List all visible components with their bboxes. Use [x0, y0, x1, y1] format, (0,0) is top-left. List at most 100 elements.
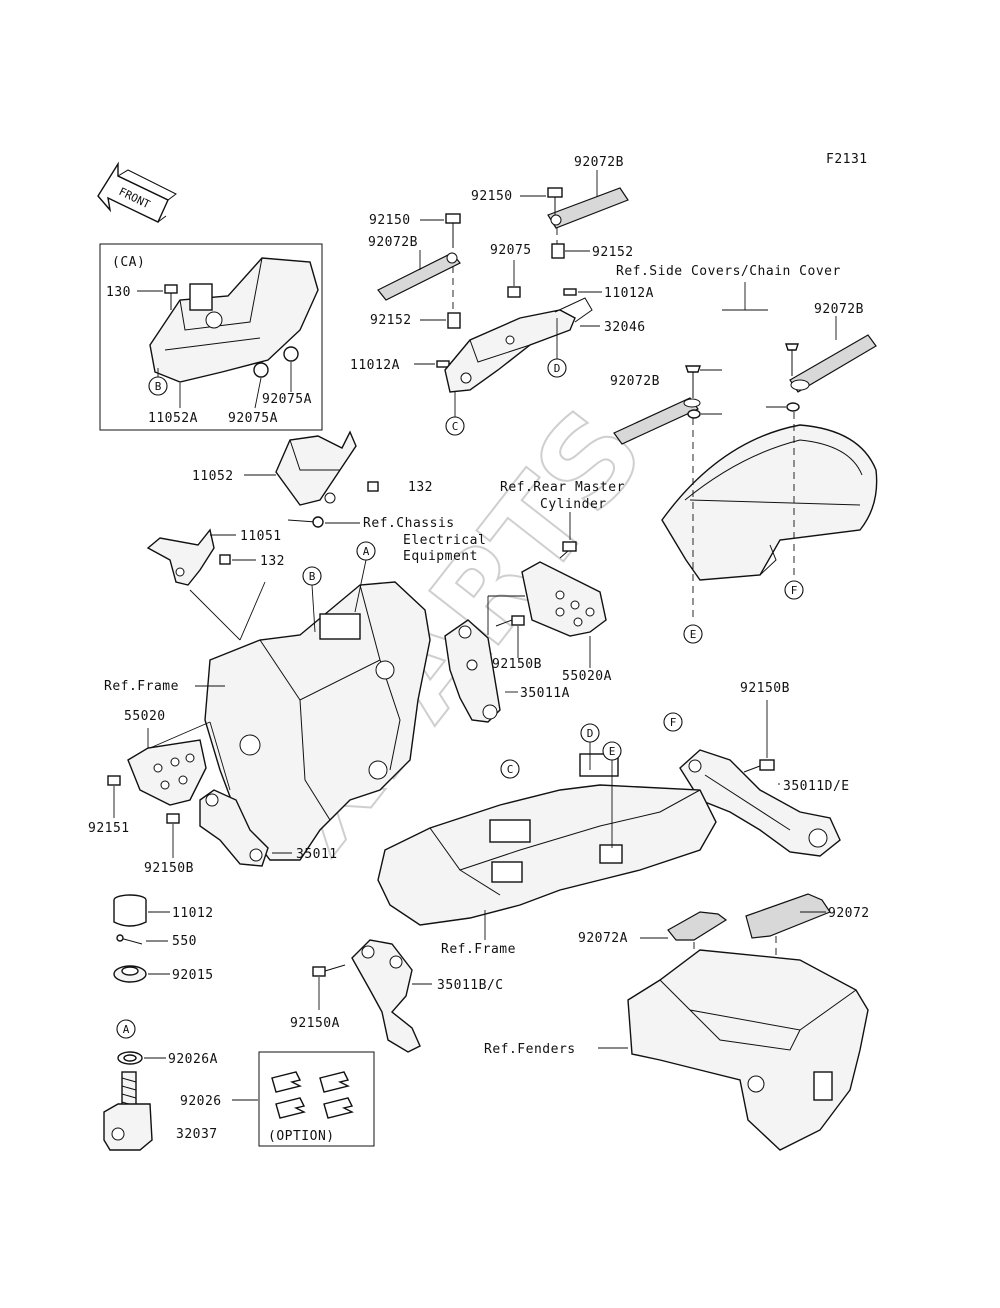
label-92150A: 92150A	[290, 1016, 340, 1031]
strap-92072A	[667, 911, 728, 941]
strap-92072B-top	[547, 187, 629, 229]
front-arrow-icon: FRONT	[97, 161, 177, 223]
footrest-plate-55020	[127, 739, 207, 806]
bracket-11052	[275, 430, 357, 506]
mount-32037	[103, 1071, 153, 1151]
bolt-92072B-mid	[685, 365, 701, 398]
callout-E-frame-text: E	[609, 745, 616, 758]
callout-C-top-text: C	[452, 420, 459, 433]
dowel-11012	[113, 894, 147, 927]
ref-frame-mid-label: Ref.Frame	[441, 942, 516, 957]
callout-A-legend	[116, 1019, 136, 1039]
option-box	[258, 1051, 375, 1147]
ref-rear-master-label: Ref.Rear Master	[500, 480, 625, 495]
label-55020A: 55020A	[562, 669, 612, 684]
bolt-rear-master	[559, 541, 577, 559]
callout-D-top-text: D	[554, 362, 561, 375]
clip-part	[287, 516, 324, 528]
strap-92072B-right	[789, 334, 877, 393]
label-11012: 11012	[172, 906, 214, 921]
label-92152-top: 92152	[592, 245, 634, 260]
bolt-92150B-right	[743, 759, 775, 773]
nut-92015	[113, 965, 147, 983]
label-32046: 32046	[604, 320, 646, 335]
label-92072: 92072	[828, 906, 870, 921]
equipment-label: Equipment	[403, 549, 478, 564]
label-92150B-mid: 92150B	[492, 657, 542, 672]
sub-frame-part	[377, 753, 717, 926]
callout-E-frame	[602, 741, 622, 761]
bracket-11051	[146, 528, 215, 586]
label-92026: 92026	[180, 1094, 222, 1109]
footrest-bracket-35011	[199, 789, 269, 867]
label-92072B-right: 92072B	[814, 302, 864, 317]
label-35011BC: 35011B/C	[437, 978, 504, 993]
main-frame-part	[204, 581, 431, 861]
footrest-bracket-35011A	[444, 619, 501, 723]
footrest-plate-55020A	[521, 561, 607, 637]
bolt-132-top	[367, 481, 379, 492]
figure-id: F2131	[826, 152, 868, 167]
label-92072B-top: 92072B	[574, 155, 624, 170]
bolt-92072B-right	[785, 343, 799, 376]
label-550: 550	[172, 934, 197, 949]
ca-inset-box	[99, 243, 323, 431]
bolt-92150B-mid	[495, 615, 525, 627]
callout-C-frame	[500, 759, 520, 779]
label-11052A: 11052A	[148, 411, 198, 426]
label-11052: 11052	[192, 469, 234, 484]
ref-fenders-label: Ref.Fenders	[484, 1042, 576, 1057]
callout-F-top	[784, 580, 804, 600]
callout-A-frame-text: A	[363, 545, 370, 558]
bracket-32046	[444, 297, 593, 393]
label-35011: 35011	[296, 847, 338, 862]
label-92150-left: 92150	[369, 213, 411, 228]
label-92151: 92151	[88, 821, 130, 836]
ca-bracket-part	[149, 257, 319, 383]
electrical-label: Electrical	[403, 533, 486, 548]
chain-cover-part	[661, 424, 878, 581]
dowel-11012A-right	[563, 288, 577, 296]
collar-92152-left	[447, 312, 461, 329]
label-35011DE: 35011D/E	[783, 779, 850, 794]
ref-side-covers-label: Ref.Side Covers/Chain Cover	[616, 264, 841, 279]
ref-chassis-label: Ref.Chassis	[363, 516, 455, 531]
washer-92026A	[117, 1051, 143, 1065]
bolt-130	[164, 284, 178, 310]
strap-92072B-left	[377, 252, 461, 301]
cylinder-label: Cylinder	[540, 497, 607, 512]
callout-B-inset	[148, 376, 168, 396]
label-92072A: 92072A	[578, 931, 628, 946]
label-130: 130	[106, 285, 131, 300]
label-35011A: 35011A	[520, 686, 570, 701]
callout-F-top-text: F	[791, 584, 798, 597]
callout-A-legend-text: A	[123, 1023, 130, 1036]
label-92152-left: 92152	[370, 313, 412, 328]
label-92075: 92075	[490, 243, 532, 258]
callout-B-frame-text: B	[309, 570, 316, 583]
label-92015: 92015	[172, 968, 214, 983]
callout-B-frame	[302, 566, 322, 586]
label-92072B-mid: 92072B	[610, 374, 660, 389]
label-11012A-right: 11012A	[604, 286, 654, 301]
label-92075A-2: 92075A	[228, 411, 278, 426]
grommet-92075	[507, 286, 521, 298]
callout-E-top	[683, 624, 703, 644]
label-92150-top: 92150	[471, 189, 513, 204]
label-132-mid: 132	[260, 554, 285, 569]
grommet-92075A-b	[253, 362, 269, 378]
footrest-bracket-35011DE	[679, 749, 841, 857]
bolt-132-mid	[219, 554, 231, 565]
callout-F-right-text: F	[670, 716, 677, 729]
callout-E-top-text: E	[690, 628, 697, 641]
label-11051: 11051	[240, 529, 282, 544]
collar-92152-top	[551, 243, 565, 259]
label-32037: 32037	[176, 1127, 218, 1142]
rear-fender-part	[627, 949, 869, 1151]
label-92072B-left: 92072B	[368, 235, 418, 250]
callout-D-frame-text: D	[587, 727, 594, 740]
label-11012A-left: 11012A	[350, 358, 400, 373]
bolt-92150-left	[445, 213, 461, 248]
bolt-92151	[107, 775, 121, 786]
